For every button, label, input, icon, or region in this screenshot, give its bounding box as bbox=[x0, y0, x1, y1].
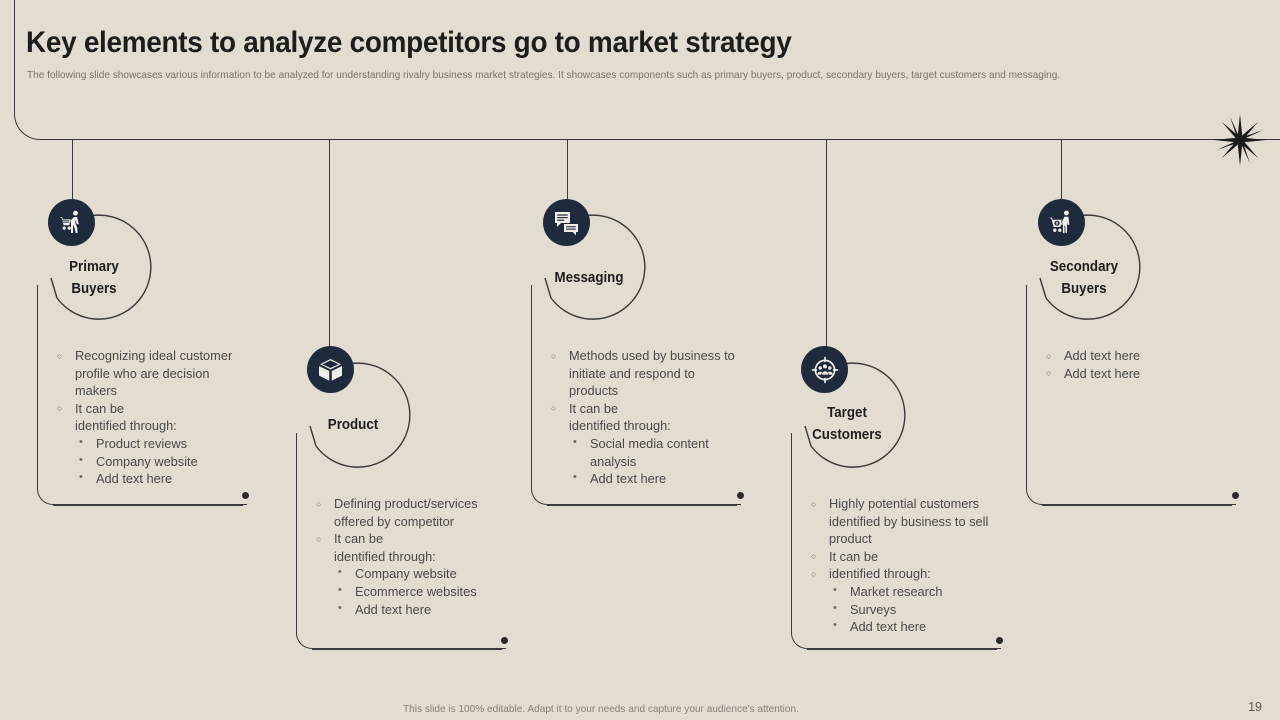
list-item: identified through: bbox=[802, 565, 1012, 583]
list-item: Add text here bbox=[1037, 347, 1242, 364]
list-item: It can be bbox=[48, 400, 253, 417]
bullet-list-secondary-buyers: Add text here Add text here bbox=[1037, 347, 1242, 382]
list-item: Ecommerce websites bbox=[307, 582, 512, 601]
list-item: Company website bbox=[48, 452, 253, 471]
card-frame-primary-buyers bbox=[37, 285, 247, 505]
list-item: Defining product/services offered by com… bbox=[307, 495, 512, 530]
list-item: Recognizing ideal customer profile who a… bbox=[48, 347, 253, 400]
list-item: Product reviews bbox=[48, 434, 253, 453]
connector-line-secondary-buyers bbox=[1061, 140, 1062, 200]
node-label-primary-buyers: Primary Buyers bbox=[34, 256, 154, 300]
list-item: identified through: bbox=[569, 418, 671, 434]
card-frame-messaging bbox=[531, 285, 741, 505]
node-label-line1: Target bbox=[827, 405, 867, 421]
card-tip-dot-messaging bbox=[737, 492, 744, 499]
connector-line-product bbox=[329, 140, 330, 347]
card-rule-secondary-buyers bbox=[1042, 505, 1232, 506]
card-frame-target-customers bbox=[791, 433, 1001, 649]
card-tip-dot-primary-buyers bbox=[242, 492, 249, 499]
connector-line-messaging bbox=[567, 140, 568, 200]
card-tip-dot-target-customers bbox=[996, 637, 1003, 644]
page-subtitle: The following slide showcases various in… bbox=[27, 69, 1061, 81]
header-rule bbox=[70, 139, 1280, 140]
ring-product bbox=[296, 360, 414, 478]
card-rule-messaging bbox=[547, 505, 737, 506]
ring-primary-buyers bbox=[37, 212, 155, 330]
list-item: Add text here bbox=[802, 617, 1012, 636]
list-item: identified through: bbox=[334, 548, 436, 564]
node-label-line1: Primary bbox=[69, 259, 119, 275]
card-tip-dot-secondary-buyers bbox=[1232, 492, 1239, 499]
list-item: It can be bbox=[307, 530, 512, 548]
list-item: Market research bbox=[802, 582, 1012, 601]
list-item: identified through: bbox=[75, 418, 177, 434]
open-box-icon bbox=[307, 346, 354, 393]
footer-note: This slide is 100% editable. Adapt it to… bbox=[403, 703, 799, 715]
list-item: Add text here bbox=[1037, 365, 1242, 382]
list-item: It can be bbox=[802, 548, 1012, 565]
node-label-line2: Customers bbox=[812, 427, 882, 443]
card-frame-secondary-buyers bbox=[1026, 285, 1236, 505]
list-item: Company website bbox=[307, 564, 512, 583]
list-item: Add text here bbox=[542, 469, 747, 488]
list-item: Social media content analysis bbox=[542, 434, 747, 470]
card-tip-dot-product bbox=[501, 637, 508, 644]
bullet-list-primary-buyers: Recognizing ideal customer profile who a… bbox=[48, 347, 253, 488]
page-number: 19 bbox=[1248, 700, 1262, 714]
node-label-target-customers: Target Customers bbox=[787, 402, 907, 446]
node-label-line1: Messaging bbox=[554, 270, 624, 286]
node-label-line2: Buyers bbox=[1061, 281, 1107, 297]
list-item: Add text here bbox=[307, 600, 512, 619]
bullet-list-messaging: Methods used by business to initiate and… bbox=[542, 347, 747, 488]
node-label-line2: Buyers bbox=[71, 281, 117, 297]
page-title: Key elements to analyze competitors go t… bbox=[26, 26, 792, 59]
node-label-line1: Product bbox=[327, 417, 379, 433]
node-label-product: Product bbox=[293, 414, 413, 436]
bullet-list-product: Defining product/services offered by com… bbox=[307, 495, 512, 618]
shopper-with-cart-icon bbox=[48, 199, 95, 246]
ring-target-customers bbox=[791, 360, 909, 478]
card-rule-product bbox=[312, 649, 502, 650]
ring-messaging bbox=[531, 212, 649, 330]
list-item: It can be bbox=[542, 400, 747, 417]
list-item: Add text here bbox=[48, 469, 253, 488]
list-item: Highly potential customers identified by… bbox=[802, 495, 1012, 548]
connector-line-primary-buyers bbox=[72, 140, 73, 200]
card-rule-target-customers bbox=[807, 649, 997, 650]
node-label-messaging: Messaging bbox=[529, 267, 649, 289]
list-item: Methods used by business to initiate and… bbox=[542, 347, 747, 400]
chat-bubbles-icon bbox=[543, 199, 590, 246]
sparkle-star-icon bbox=[1212, 112, 1268, 168]
ring-secondary-buyers bbox=[1026, 212, 1144, 330]
connector-line-target-customers bbox=[826, 140, 827, 347]
bullet-list-target-customers: Highly potential customers identified by… bbox=[802, 495, 1012, 636]
node-label-secondary-buyers: Secondary Buyers bbox=[1024, 256, 1144, 300]
list-item: Surveys bbox=[802, 600, 1012, 619]
card-rule-primary-buyers bbox=[53, 505, 243, 506]
cart-buyer-icon bbox=[1038, 199, 1085, 246]
node-label-line1: Secondary bbox=[1049, 259, 1119, 275]
target-audience-icon bbox=[801, 346, 848, 393]
card-frame-product bbox=[296, 433, 506, 649]
